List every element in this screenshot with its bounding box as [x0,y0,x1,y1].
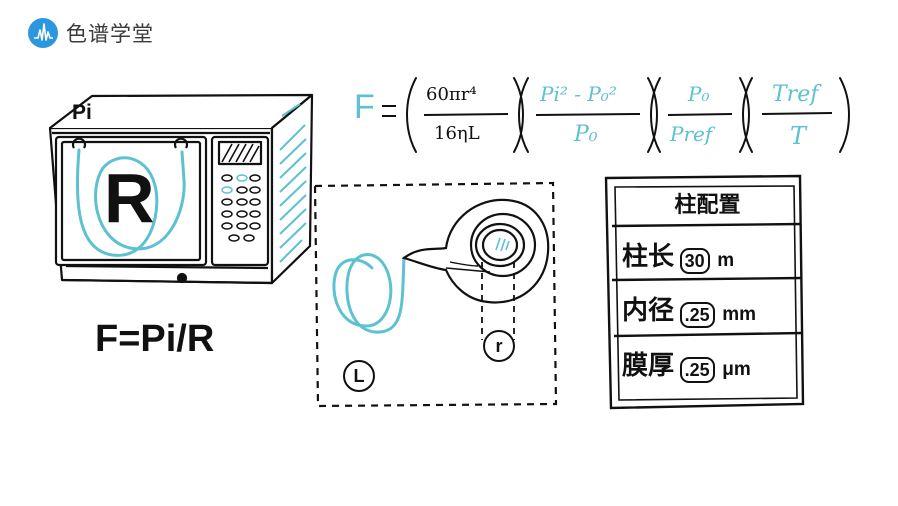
column-config-box [604,174,805,410]
resistance-symbol: R [104,159,155,237]
fraction-bars [423,112,833,116]
config-row-value: .25 [679,356,715,383]
config-row-film-thickness: 膜厚 .25 μm [622,345,751,383]
length-label: L [343,360,375,392]
config-row-length: 柱长 30 m [622,236,734,274]
config-row-value: .25 [679,301,715,328]
equation-lhs: F [354,88,375,126]
logo-icon [28,18,58,48]
inlet-pressure-label: Pi [72,101,92,124]
config-row-unit: μm [722,358,751,380]
oven-column-coil [75,148,186,257]
f3-numerator: P₀ [688,82,710,106]
keypad [221,174,261,242]
column-diagram-frame [313,181,558,408]
f4-denominator: T [790,122,807,150]
f1-numerator: 60πr⁴ [426,84,477,105]
config-row-unit: mm [722,303,756,325]
f2-denominator: P₀ [574,122,598,147]
f2-numerator: Pi² - P₀² [540,82,617,106]
config-row-name: 柱长 [622,242,675,272]
tube-hatch [495,237,510,252]
logo-text: 色谱学堂 [66,22,154,46]
column-coil [332,252,406,334]
ohm-formula: F=Pi/R [95,318,215,360]
side-hatch [279,103,307,263]
f1-denominator: 16ηL [434,123,480,144]
f3-denominator: Pref [670,122,713,146]
config-row-unit: m [717,249,735,271]
f4-numerator: Tref [772,82,819,107]
config-row-name: 内径 [622,296,675,326]
magnifier-bubble [401,198,550,304]
equation-brackets [406,77,850,153]
radius-label: r [483,330,515,362]
radius-guides [481,262,515,340]
config-title: 柱配置 [674,193,741,218]
config-row-name: 膜厚 [622,351,675,381]
equals-sign [382,105,396,117]
gc-instrument-sketch [48,93,314,285]
config-row-inner-diameter: 内径 .25 mm [622,290,756,328]
brand-logo: 色谱学堂 [28,18,154,48]
config-row-value: 30 [679,247,710,274]
